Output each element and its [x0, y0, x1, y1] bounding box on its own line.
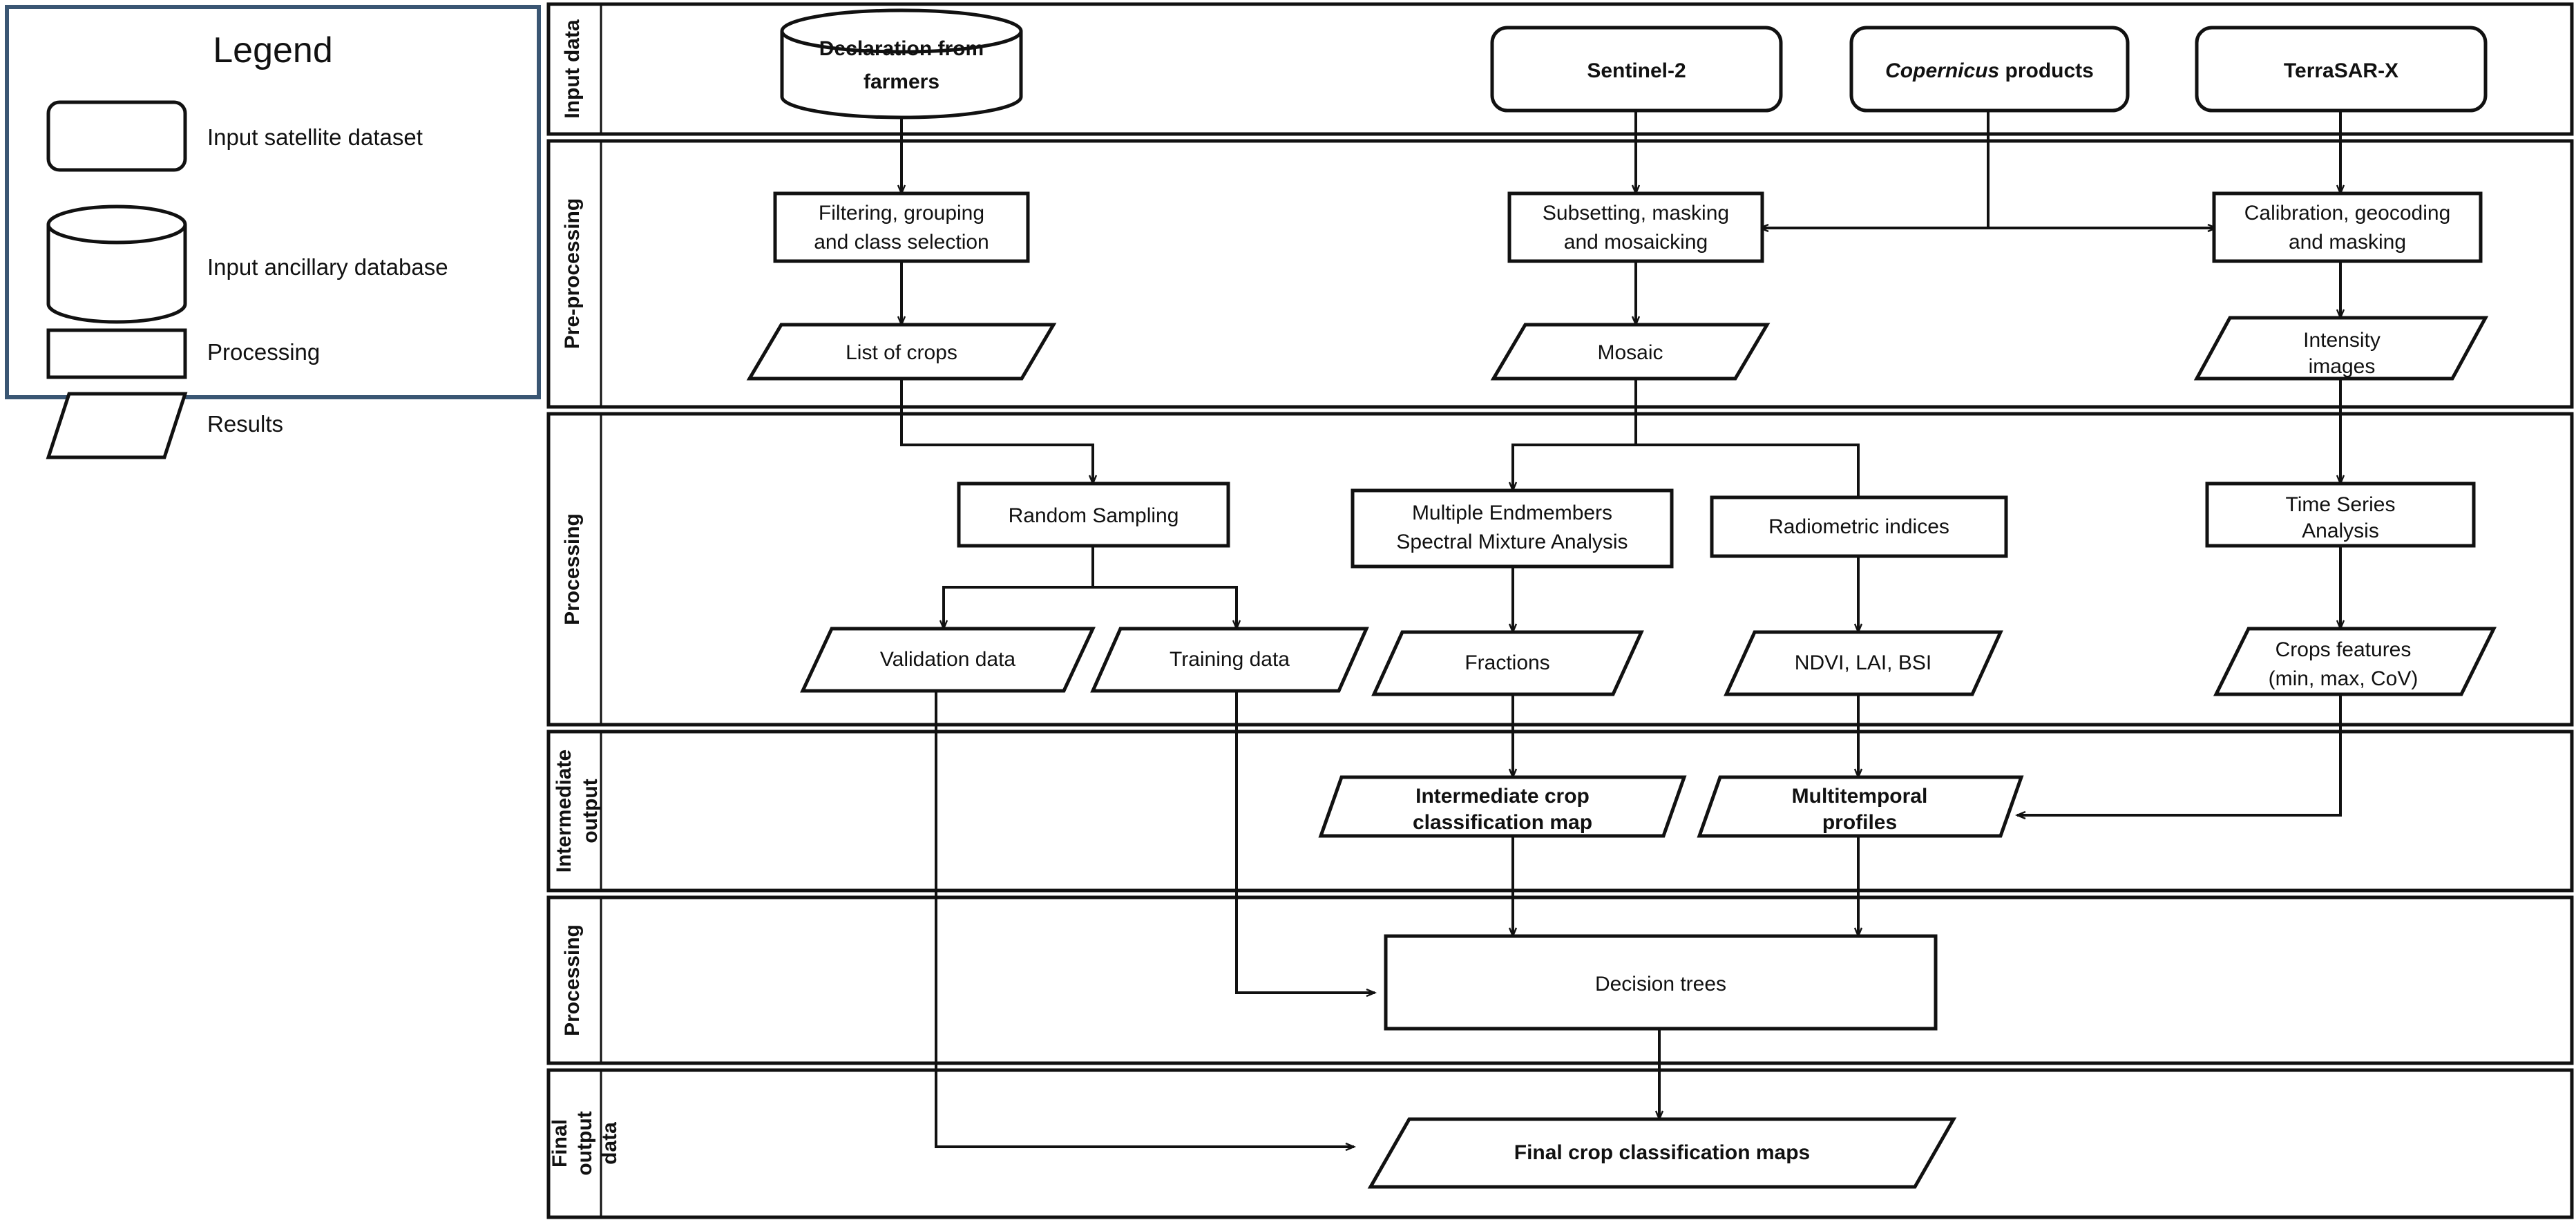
lane-pre-processing: [546, 139, 2574, 409]
lane-intermediate-output: [546, 730, 2574, 893]
node-training-data[interactable]: Training data: [1090, 627, 1369, 693]
lane-label-intermediate-output-1: Intermediate: [553, 750, 575, 873]
node-label-2: (min, max, CoV): [2269, 667, 2418, 690]
node-label: Random Sampling: [1009, 504, 1179, 527]
node-label: Crops features: [2276, 638, 2412, 661]
node-label: Calibration, geocoding: [2244, 202, 2451, 225]
node-label: Intermediate crop: [1415, 785, 1590, 808]
node-label: Fractions: [1464, 651, 1549, 674]
lane-label-processing: Processing: [561, 513, 584, 625]
edge-validationdata-to-finalmaps: [935, 691, 1354, 1147]
lane-label-final-output-2: output: [573, 1111, 596, 1175]
legend-label-1: Input ancillary database: [207, 254, 448, 280]
node-label: TerraSAR-X: [2284, 59, 2398, 82]
node-label: Radiometric indices: [1768, 515, 1949, 538]
lane-processing: [546, 412, 2574, 727]
node-declaration-from-farmers[interactable]: Declaration from farmers: [780, 8, 1023, 120]
lane-final-output-data: [546, 1068, 2574, 1219]
node-radiometric-indices[interactable]: Radiometric indices: [1710, 495, 2008, 558]
node-label: Time Series: [2286, 493, 2396, 516]
node-filtering-grouping[interactable]: Filtering, grouping and class selection: [773, 191, 1030, 263]
node-label-italic: Copernicus: [1885, 59, 1999, 82]
legend-panel: Legend Input satellite dataset Input anc…: [5, 5, 541, 459]
edge-trainingdata-to-decisiontrees: [1235, 691, 1375, 993]
node-intensity-images[interactable]: Intensity images: [2193, 316, 2489, 381]
node-label: Sentinel-2: [1587, 59, 1686, 82]
edge-mosaic-to-mesma: [1513, 444, 1636, 490]
node-label-rest: products: [1999, 59, 2094, 82]
lane-label-intermediate-output-2: output: [579, 779, 602, 843]
node-label: Mosaic: [1597, 341, 1663, 364]
node-label: Decision trees: [1595, 973, 1726, 995]
connectors: [901, 111, 2340, 1147]
node-label: Multitemporal: [1792, 785, 1928, 808]
node-label-2: images: [2309, 355, 2376, 378]
node-fractions[interactable]: Fractions: [1371, 630, 1644, 696]
legend-swatch-parallelogram: [46, 392, 188, 459]
node-label-2: and masking: [2289, 231, 2406, 254]
node-ndvi-lai-bsi[interactable]: NDVI, LAI, BSI: [1724, 630, 2003, 696]
edge-randomsampling-to-training: [1093, 586, 1237, 629]
node-validation-data[interactable]: Validation data: [800, 627, 1096, 693]
node-subsetting-masking[interactable]: Subsetting, masking and mosaicking: [1507, 191, 1764, 263]
node-random-sampling[interactable]: Random Sampling: [957, 482, 1230, 548]
node-label: Filtering, grouping: [819, 202, 984, 225]
legend-label-3: Results: [207, 411, 283, 437]
lane-input-data: [546, 2, 2574, 136]
legend-swatch-rect: [46, 328, 187, 379]
node-label-2: Spectral Mixture Analysis: [1396, 531, 1628, 553]
node-label-2: profiles: [1822, 811, 1897, 834]
node-label: Training data: [1170, 648, 1290, 671]
node-calibration-geocoding[interactable]: Calibration, geocoding and masking: [2212, 191, 2483, 263]
node-mosaic[interactable]: Mosaic: [1490, 323, 1771, 381]
node-label-2: farmers: [864, 70, 939, 93]
node-intermediate-crop-classification-map[interactable]: Intermediate crop classification map: [1318, 775, 1687, 838]
node-time-series-analysis[interactable]: Time Series Analysis: [2205, 482, 2476, 548]
node-label: Validation data: [880, 648, 1016, 671]
node-copernicus-products[interactable]: Copernicus products: [1849, 26, 2130, 113]
lane-label-pre-processing: Pre-processing: [561, 198, 584, 349]
edge-listofcrops-to-randomsampling: [900, 379, 1093, 484]
legend-label-0: Input satellite dataset: [207, 124, 423, 150]
lane-label-processing-2: Processing: [561, 924, 584, 1036]
node-label: List of crops: [846, 341, 957, 364]
node-terrasar-x[interactable]: TerraSAR-X: [2195, 26, 2488, 113]
lane-label-input-data: Input data: [561, 19, 584, 119]
edge-cropsfeatures-to-multitemporal: [2017, 694, 2342, 815]
node-label: NDVI, LAI, BSI: [1795, 651, 1931, 674]
node-final-crop-classification-maps[interactable]: Final crop classification maps: [1367, 1117, 1957, 1189]
node-label-2: and class selection: [814, 231, 989, 254]
edge-mosaic-to-radiometric: [1636, 444, 1858, 504]
node-label-2: Analysis: [2302, 520, 2379, 542]
node-mesma[interactable]: Multiple Endmembers Spectral Mixture Ana…: [1351, 488, 1674, 569]
legend-swatch-rounded-rect: [46, 100, 187, 172]
node-label-2: classification map: [1413, 811, 1592, 834]
node-sentinel-2[interactable]: Sentinel-2: [1490, 26, 1783, 113]
node-decision-trees[interactable]: Decision trees: [1384, 934, 1938, 1031]
swimlane-frames: Input data Pre-processing Processing Int…: [546, 2, 2574, 1219]
node-label: Multiple Endmembers: [1412, 502, 1612, 524]
node-label: Subsetting, masking: [1543, 202, 1729, 225]
node-crops-features[interactable]: Crops features (min, max, CoV): [2213, 627, 2497, 696]
lane-label-final-output-3: data: [598, 1122, 621, 1165]
legend-swatch-cylinder: [46, 204, 187, 324]
lane-label-final-output-1: Final: [548, 1119, 571, 1168]
lane-processing-2: [546, 895, 2574, 1065]
node-label: Intensity: [2303, 329, 2381, 352]
node-label: Final crop classification maps: [1514, 1141, 1810, 1164]
node-list-of-crops[interactable]: List of crops: [746, 323, 1057, 381]
svg-text:Copernicus products: Copernicus products: [1885, 59, 2094, 82]
node-label-2: and mosaicking: [1564, 231, 1708, 254]
legend-title: Legend: [213, 30, 333, 70]
node-label: Declaration from: [819, 37, 984, 60]
node-multitemporal-profiles[interactable]: Multitemporal profiles: [1697, 775, 2024, 838]
legend-label-2: Processing: [207, 339, 320, 365]
edge-randomsampling-to-validation: [944, 586, 1093, 629]
